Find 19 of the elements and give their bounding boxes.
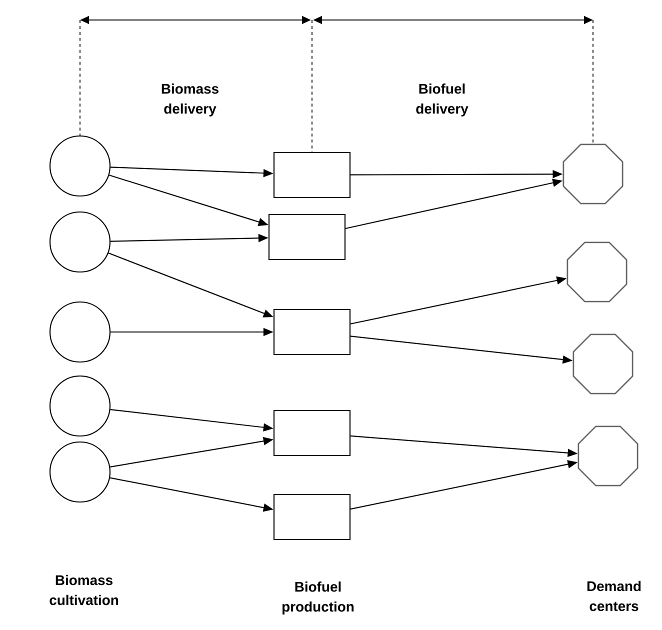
rectangle <box>268 214 346 260</box>
column-label: Biofuel production <box>282 582 354 614</box>
column-label: Biofuel delivery <box>416 84 468 116</box>
rectangle <box>273 308 351 356</box>
rectangle <box>273 410 351 456</box>
circle <box>49 135 111 197</box>
octagon <box>562 144 624 204</box>
rectangle <box>273 494 351 540</box>
rectangle <box>273 152 351 198</box>
circle <box>49 375 111 437</box>
octagon <box>566 242 628 302</box>
circle <box>49 301 111 363</box>
octagon <box>578 426 638 486</box>
column-label: Biomass cultivation <box>50 574 118 606</box>
column-label: Demand centers <box>587 580 641 612</box>
column-label: Biomass delivery <box>162 84 218 116</box>
circle <box>49 441 111 503</box>
octagon <box>572 334 634 394</box>
circle <box>49 211 111 273</box>
